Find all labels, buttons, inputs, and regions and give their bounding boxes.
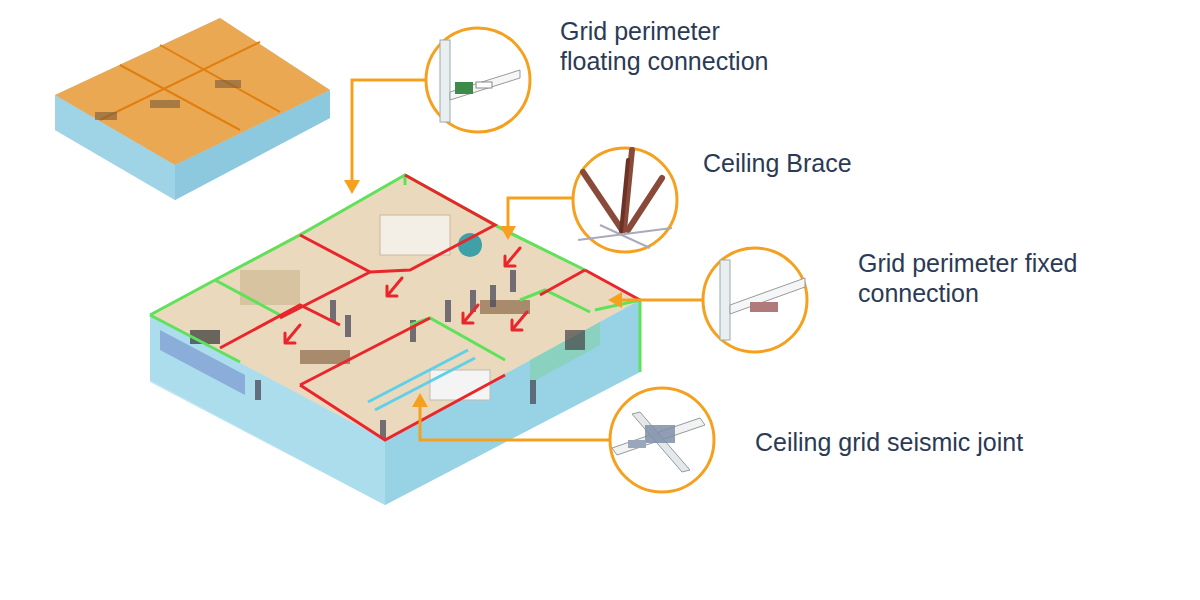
callout-label: Ceiling grid seismic joint bbox=[755, 427, 1155, 457]
fixed-detail bbox=[720, 260, 805, 340]
floating-detail bbox=[440, 40, 520, 122]
seismic-detail bbox=[612, 412, 705, 472]
callout-label: Grid perimeter floating connection bbox=[560, 16, 805, 76]
callout-label: Grid perimeter fixed connection bbox=[858, 248, 1133, 308]
inset-building bbox=[55, 18, 330, 200]
leader-arrows bbox=[352, 80, 703, 440]
main-building bbox=[150, 175, 640, 505]
callout-circles bbox=[426, 28, 807, 492]
callout-label: Ceiling Brace bbox=[703, 148, 1003, 178]
brace-detail bbox=[583, 150, 662, 232]
